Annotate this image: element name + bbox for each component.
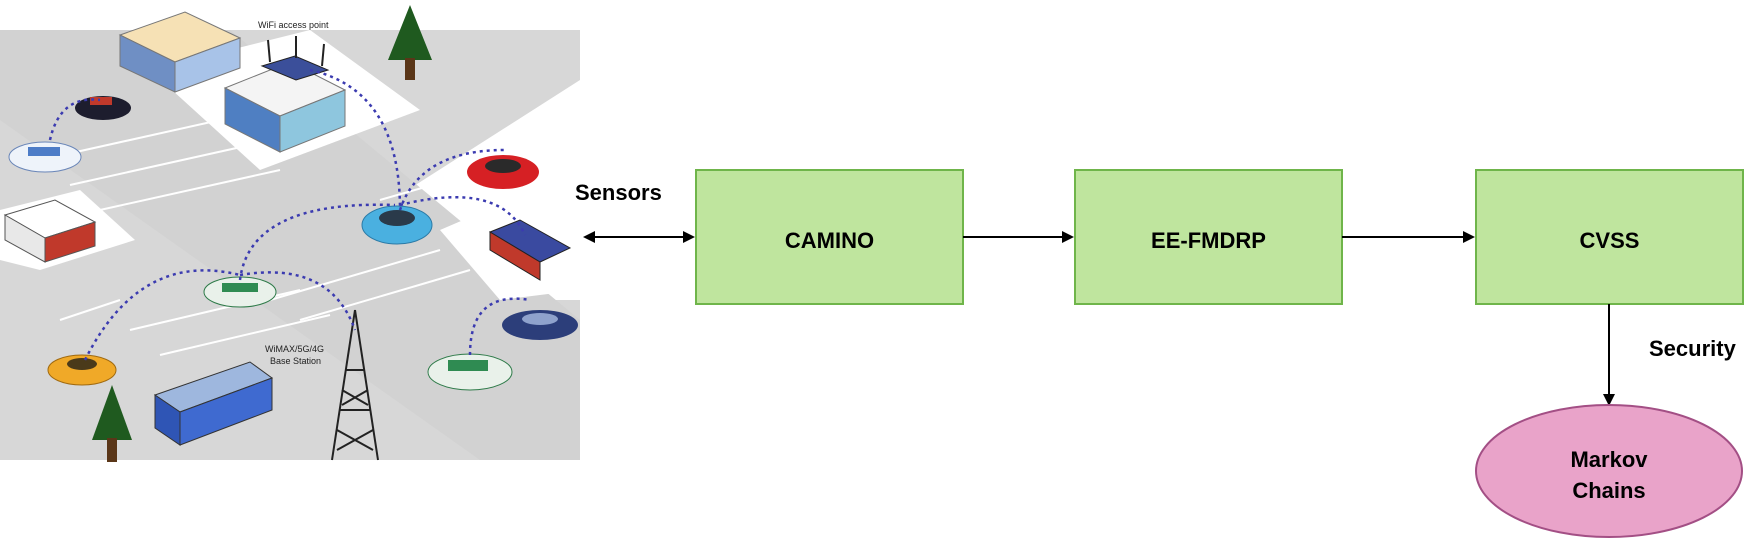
building-top — [118, 11, 242, 93]
markov-label-line2: Chains — [1572, 478, 1645, 503]
wifi-label: WiFi access point — [258, 20, 329, 30]
police-car-green-bottom-icon — [427, 353, 513, 391]
police-car-green-icon — [203, 276, 277, 308]
base-station-label-line1: WiMAX/5G/4G — [265, 344, 324, 354]
car-dark-icon — [75, 96, 131, 120]
bus-bottom — [153, 361, 274, 446]
car-yellow-icon — [47, 354, 117, 386]
gas-station — [3, 199, 97, 263]
vanet-road-scene: WiFi access point WiMAX/5G/4G Base Stati… — [0, 0, 580, 543]
security-label: Security — [1649, 336, 1737, 361]
car-red-icon — [467, 155, 539, 189]
sensors-label: Sensors — [575, 180, 662, 205]
police-car-left-icon — [8, 141, 82, 173]
camino-box: CAMINO — [695, 169, 964, 305]
building-center — [223, 61, 347, 153]
bus-right — [488, 219, 572, 281]
cvss-box: CVSS — [1475, 169, 1744, 305]
base-station-label-line2: Base Station — [270, 356, 321, 366]
car-navy-icon — [502, 310, 578, 340]
car-blue-icon — [361, 205, 433, 245]
markov-label-line1: Markov — [1570, 447, 1648, 472]
ee-fmdrp-box: EE-FMDRP — [1074, 169, 1343, 305]
tree-top-icon — [388, 5, 432, 80]
road-intersection — [0, 0, 580, 543]
camino-label: CAMINO — [785, 228, 874, 253]
cvss-label: CVSS — [1580, 228, 1640, 253]
ee-fmdrp-label: EE-FMDRP — [1151, 228, 1266, 253]
tree-bottom-icon — [92, 385, 132, 462]
wireless-links — [48, 68, 531, 361]
cell-tower-icon — [331, 309, 379, 461]
flow-diagram: Sensors CAMINO EE-FMDRP CVSS Security Ma… — [575, 169, 1744, 538]
wifi-router-icon — [260, 36, 330, 81]
markov-chains-ellipse: Markov Chains — [1475, 404, 1743, 538]
